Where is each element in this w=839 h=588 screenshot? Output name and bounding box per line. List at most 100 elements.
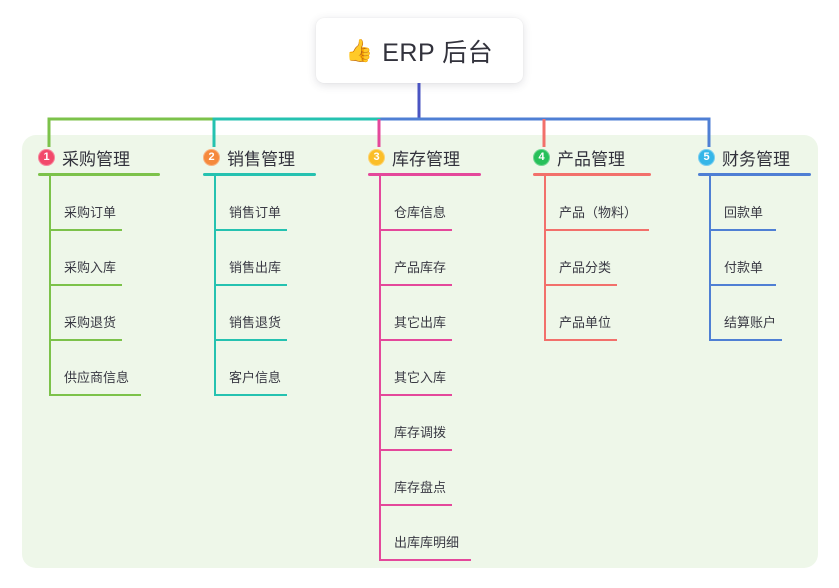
root-node-title: ERP 后台 (382, 38, 494, 67)
list-item[interactable]: 出库库明细 (368, 506, 481, 561)
list-item-underline (379, 394, 452, 396)
list-item[interactable]: 库存调拨 (368, 396, 481, 451)
column-header-2[interactable]: 2 销售管理 (203, 145, 316, 169)
list-item[interactable]: 销售订单 (203, 176, 316, 231)
column-title-4: 产品管理 (557, 149, 625, 169)
column-underline-5 (698, 173, 811, 176)
column-spine-3 (379, 176, 381, 561)
column-underline-1 (38, 173, 160, 176)
list-item[interactable]: 产品库存 (368, 231, 481, 286)
column-title-2: 销售管理 (227, 149, 295, 169)
list-item-label: 采购退货 (64, 315, 117, 330)
list-item[interactable]: 产品（物料） (533, 176, 651, 231)
list-item[interactable]: 产品分类 (533, 231, 651, 286)
column-header-1[interactable]: 1 采购管理 (38, 145, 160, 169)
list-item[interactable]: 采购订单 (38, 176, 160, 231)
list-item[interactable]: 付款单 (698, 231, 811, 286)
column-badge-1: 1 (38, 148, 55, 166)
list-item-underline (379, 504, 452, 506)
column-title-5: 财务管理 (722, 149, 790, 169)
list-item-label: 采购订单 (64, 205, 117, 220)
list-item-label: 产品单位 (559, 315, 612, 330)
column-items-4: 产品（物料） 产品分类产品单位 (533, 176, 651, 341)
list-item[interactable]: 供应商信息 (38, 341, 160, 396)
list-item-label: 库存调拨 (394, 425, 447, 440)
column-title-3: 库存管理 (392, 149, 460, 169)
list-item[interactable]: 采购退货 (38, 286, 160, 341)
column-badge-2: 2 (203, 148, 220, 166)
list-item-label: 付款单 (724, 260, 764, 275)
column-items-5: 回款单付款单结算账户 (698, 176, 811, 341)
list-item[interactable]: 仓库信息 (368, 176, 481, 231)
list-item-label: 采购入库 (64, 260, 117, 275)
column-items-1: 采购订单采购入库采购退货供应商信息 (38, 176, 160, 396)
column-spine-2 (214, 176, 216, 396)
column-1: 1 采购管理采购订单采购入库采购退货供应商信息 (38, 145, 160, 396)
list-item[interactable]: 结算账户 (698, 286, 811, 341)
list-item[interactable]: 产品单位 (533, 286, 651, 341)
list-item[interactable]: 客户信息 (203, 341, 316, 396)
column-underline-4 (533, 173, 651, 176)
list-item-label: 其它入库 (394, 370, 447, 385)
column-header-4[interactable]: 4 产品管理 (533, 145, 651, 169)
list-item-label: 结算账户 (724, 315, 777, 330)
list-item-underline (49, 284, 122, 286)
list-item-label: 供应商信息 (64, 370, 130, 385)
list-item[interactable]: 销售退货 (203, 286, 316, 341)
column-header-3[interactable]: 3 库存管理 (368, 145, 481, 169)
column-items-2: 销售订单销售出库销售退货客户信息 (203, 176, 316, 396)
column-spine-1 (49, 176, 51, 396)
list-item[interactable]: 销售出库 (203, 231, 316, 286)
list-item-label: 销售订单 (229, 205, 282, 220)
root-node-card[interactable]: 👍 ERP 后台 (316, 18, 523, 83)
list-item-underline (214, 229, 287, 231)
list-item-underline (379, 339, 452, 341)
column-spine-4 (544, 176, 546, 341)
list-item-underline (544, 339, 617, 341)
list-item-underline (379, 284, 452, 286)
list-item-underline (214, 284, 287, 286)
list-item-label: 仓库信息 (394, 205, 447, 220)
column-header-5[interactable]: 5 财务管理 (698, 145, 811, 169)
list-item-underline (49, 394, 141, 396)
list-item-label: 出库库明细 (394, 535, 460, 550)
list-item-underline (544, 229, 649, 231)
column-4: 4 产品管理产品（物料） 产品分类产品单位 (533, 145, 651, 341)
list-item[interactable]: 回款单 (698, 176, 811, 231)
list-item[interactable]: 其它入库 (368, 341, 481, 396)
column-underline-2 (203, 173, 316, 176)
column-items-3: 仓库信息产品库存其它出库其它入库库存调拨库存盘点出库库明细 (368, 176, 481, 561)
list-item-label: 客户信息 (229, 370, 282, 385)
column-underline-3 (368, 173, 481, 176)
list-item-label: 产品库存 (394, 260, 447, 275)
column-spine-5 (709, 176, 711, 341)
list-item-label: 其它出库 (394, 315, 447, 330)
list-item-label: 产品（物料） (559, 205, 638, 220)
list-item-underline (49, 339, 122, 341)
list-item[interactable]: 库存盘点 (368, 451, 481, 506)
list-item-underline (214, 394, 287, 396)
thumbs-up-icon: 👍 (345, 37, 374, 63)
list-item-underline (49, 229, 122, 231)
list-item-underline (709, 339, 782, 341)
column-badge-3: 3 (368, 148, 385, 166)
list-item-underline (379, 559, 471, 561)
list-item-underline (214, 339, 287, 341)
list-item-label: 库存盘点 (394, 480, 447, 495)
list-item-underline (709, 229, 776, 231)
column-2: 2 销售管理销售订单销售出库销售退货客户信息 (203, 145, 316, 396)
list-item-underline (379, 229, 452, 231)
list-item-label: 销售退货 (229, 315, 282, 330)
list-item[interactable]: 采购入库 (38, 231, 160, 286)
list-item-label: 产品分类 (559, 260, 612, 275)
list-item-underline (709, 284, 776, 286)
column-badge-5: 5 (698, 148, 715, 166)
list-item[interactable]: 其它出库 (368, 286, 481, 341)
list-item-underline (379, 449, 452, 451)
column-badge-4: 4 (533, 148, 550, 166)
column-title-1: 采购管理 (62, 149, 130, 169)
list-item-label: 回款单 (724, 205, 764, 220)
list-item-label: 销售出库 (229, 260, 282, 275)
